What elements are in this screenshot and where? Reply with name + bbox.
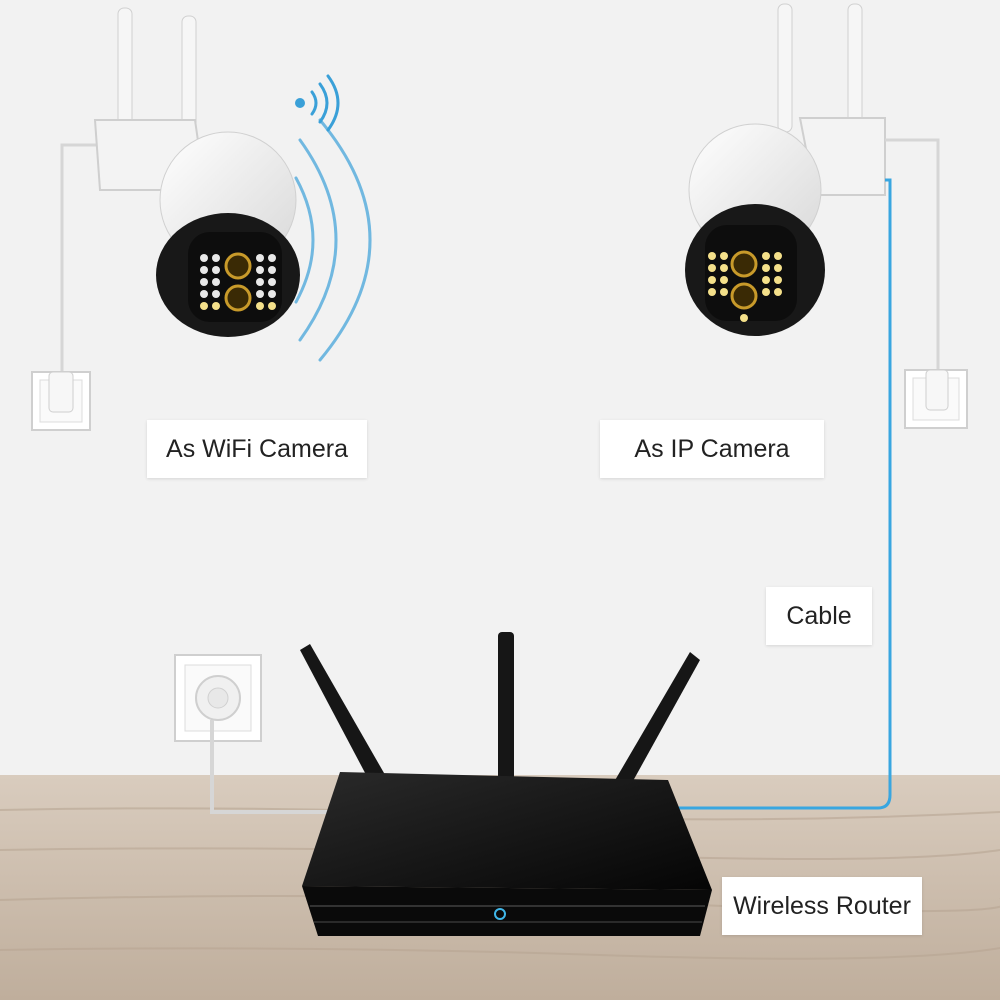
router-antenna — [614, 652, 700, 790]
camera-lens — [730, 282, 758, 310]
camera-lens — [224, 252, 252, 280]
camera-lens — [730, 250, 758, 278]
wifi-signal-icon — [294, 74, 372, 362]
router-antenna — [498, 632, 514, 782]
router-antenna — [300, 644, 388, 786]
power-outlet-icon — [31, 371, 91, 431]
wireless-router — [300, 632, 712, 936]
wifi-camera — [31, 7, 300, 431]
led-array — [708, 252, 782, 322]
router-power-wire — [210, 720, 330, 814]
led-array-warm — [200, 302, 276, 310]
wifi-camera-power-wire — [60, 143, 110, 372]
wifi-camera-label: As WiFi Camera — [147, 420, 367, 478]
ip-camera-power-wire — [885, 138, 940, 370]
ip-camera-label: As IP Camera — [600, 420, 824, 478]
power-outlet-icon — [174, 654, 262, 742]
router-front — [302, 886, 712, 936]
router-label: Wireless Router — [722, 877, 922, 935]
power-outlet-icon — [904, 369, 968, 429]
antenna — [181, 15, 197, 137]
antenna — [117, 7, 133, 129]
antenna — [847, 3, 863, 133]
cable-label: Cable — [766, 587, 872, 645]
camera-lens — [224, 284, 252, 312]
network-cable — [678, 178, 892, 810]
router-top — [302, 772, 712, 890]
antenna — [777, 3, 793, 133]
ip-camera — [685, 3, 968, 429]
router-led — [494, 908, 506, 920]
led-array — [200, 254, 276, 298]
